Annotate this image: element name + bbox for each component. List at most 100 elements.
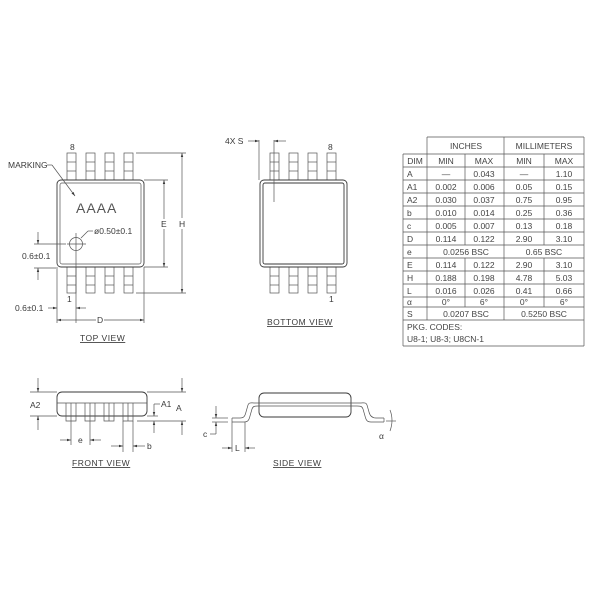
svg-text:A1: A1 — [407, 182, 418, 192]
svg-text:0°: 0° — [442, 297, 450, 307]
table-row: E 0.114 0.122 2.90 3.10 — [407, 260, 573, 270]
svg-text:0.66: 0.66 — [556, 286, 573, 296]
table-row: c 0.005 0.007 0.13 0.18 — [407, 221, 573, 231]
svg-text:0.5250 BSC: 0.5250 BSC — [521, 309, 567, 319]
top-pin-8-label: 8 — [70, 142, 75, 152]
svg-text:0.25: 0.25 — [516, 208, 533, 218]
front-view-title: FRONT VIEW — [72, 458, 130, 468]
bottom-pin-1-label: 1 — [329, 294, 334, 304]
svg-text:1.10: 1.10 — [556, 169, 573, 179]
svg-text:0.15: 0.15 — [556, 182, 573, 192]
svg-text:α: α — [407, 297, 412, 307]
hole-y-offset-dim: 0.6±0.1 — [22, 251, 51, 261]
top-view-pins-lower — [66, 266, 134, 294]
hole-x-offset-dim: 0.6±0.1 — [15, 303, 44, 313]
svg-text:0.026: 0.026 — [473, 286, 495, 296]
table-row: α 0° 6° 0° 6° — [407, 297, 568, 307]
side-view-body — [258, 392, 352, 418]
svg-text:3.10: 3.10 — [556, 234, 573, 244]
dim-alpha-label: α — [379, 431, 384, 441]
svg-text:0.016: 0.016 — [435, 286, 457, 296]
dim-A-label: A — [176, 403, 182, 413]
header-inches: INCHES — [450, 141, 482, 151]
bottom-view: 4X S 8 1 BOTTOM VIEW — [225, 136, 348, 327]
svg-text:2.90: 2.90 — [516, 260, 533, 270]
svg-text:0.05: 0.05 — [516, 182, 533, 192]
svg-text:c: c — [407, 221, 412, 231]
bottom-pin-8-label: 8 — [328, 142, 333, 152]
pkg-codes-label: PKG. CODES: — [407, 322, 462, 332]
header-in-min: MIN — [438, 156, 454, 166]
svg-text:0.36: 0.36 — [556, 208, 573, 218]
svg-text:E: E — [407, 260, 413, 270]
bottom-view-title: BOTTOM VIEW — [267, 317, 333, 327]
svg-text:e: e — [407, 247, 412, 257]
svg-text:0.005: 0.005 — [435, 221, 457, 231]
bottom-view-pins-lower — [269, 266, 337, 294]
dim-L-label: L — [235, 443, 240, 453]
svg-text:H: H — [407, 273, 413, 283]
table-row: b 0.010 0.014 0.25 0.36 — [407, 208, 573, 218]
table-row: e 0.0256 BSC 0.65 BSC — [407, 247, 562, 257]
svg-text:5.03: 5.03 — [556, 273, 573, 283]
svg-text:3.10: 3.10 — [556, 260, 573, 270]
dim-b-label: b — [147, 441, 152, 451]
svg-text:0.114: 0.114 — [436, 260, 457, 270]
table-row: A — 0.043 — 1.10 — [407, 169, 573, 179]
hole-diameter-dim: ø0.50±0.1 — [94, 226, 132, 236]
table-row: D 0.114 0.122 2.90 3.10 — [407, 234, 573, 244]
top-pin-1-label: 1 — [67, 294, 72, 304]
svg-text:0.030: 0.030 — [435, 195, 457, 205]
header-millimeters: MILLIMETERS — [516, 141, 573, 151]
svg-text:0.007: 0.007 — [473, 221, 495, 231]
pkg-codes: U8-1; U8-3; U8CN-1 — [407, 334, 484, 344]
header-dim: DIM — [407, 156, 423, 166]
header-mm-min: MIN — [516, 156, 532, 166]
svg-text:0.122: 0.122 — [473, 234, 495, 244]
table-row: A2 0.030 0.037 0.75 0.95 — [407, 195, 573, 205]
dim-E-label: E — [161, 219, 167, 229]
svg-text:A2: A2 — [407, 195, 418, 205]
svg-text:0.043: 0.043 — [473, 169, 495, 179]
spacing-S-label: 4X S — [225, 136, 244, 146]
table-row: H 0.188 0.198 4.78 5.03 — [407, 273, 573, 283]
svg-text:A: A — [407, 169, 413, 179]
dim-H-label: H — [179, 219, 185, 229]
header-mm-max: MAX — [555, 156, 574, 166]
top-view-title: TOP VIEW — [80, 333, 125, 343]
svg-text:0.037: 0.037 — [473, 195, 495, 205]
svg-text:2.90: 2.90 — [516, 234, 533, 244]
marking-text: AAAA — [76, 200, 117, 216]
top-view-body — [56, 179, 145, 268]
svg-text:—: — — [442, 169, 451, 179]
svg-text:0.13: 0.13 — [516, 221, 533, 231]
dim-A1-label: A1 — [161, 399, 172, 409]
front-view-leads — [65, 403, 134, 422]
svg-text:4.78: 4.78 — [516, 273, 533, 283]
table-row: S 0.0207 BSC 0.5250 BSC — [407, 309, 567, 319]
svg-text:0.002: 0.002 — [435, 182, 457, 192]
header-in-max: MAX — [475, 156, 494, 166]
svg-text:0.95: 0.95 — [556, 195, 573, 205]
svg-text:6°: 6° — [560, 297, 568, 307]
svg-text:—: — — [520, 169, 529, 179]
svg-text:0.006: 0.006 — [473, 182, 495, 192]
front-view-body — [56, 391, 148, 417]
svg-text:S: S — [407, 309, 413, 319]
top-view: 8 1 MARKING AAAA ø0.50±0.1 0.6±0.1 0.6±0… — [8, 142, 186, 343]
svg-text:6°: 6° — [480, 297, 488, 307]
svg-text:0.0256 BSC: 0.0256 BSC — [443, 247, 489, 257]
svg-text:0.65 BSC: 0.65 BSC — [526, 247, 562, 257]
dim-e-label: e — [78, 435, 83, 445]
dim-c-label: c — [203, 429, 208, 439]
svg-text:0°: 0° — [520, 297, 528, 307]
svg-text:b: b — [407, 208, 412, 218]
svg-text:0.122: 0.122 — [473, 260, 495, 270]
top-view-pins-upper — [66, 152, 134, 181]
svg-text:0.188: 0.188 — [435, 273, 457, 283]
front-view: A2 A A1 e b FRONT VIEW — [30, 378, 186, 468]
side-view: c L α SIDE VIEW — [203, 392, 396, 468]
table-row: A1 0.002 0.006 0.05 0.15 — [407, 182, 573, 192]
svg-text:0.0207 BSC: 0.0207 BSC — [443, 309, 489, 319]
